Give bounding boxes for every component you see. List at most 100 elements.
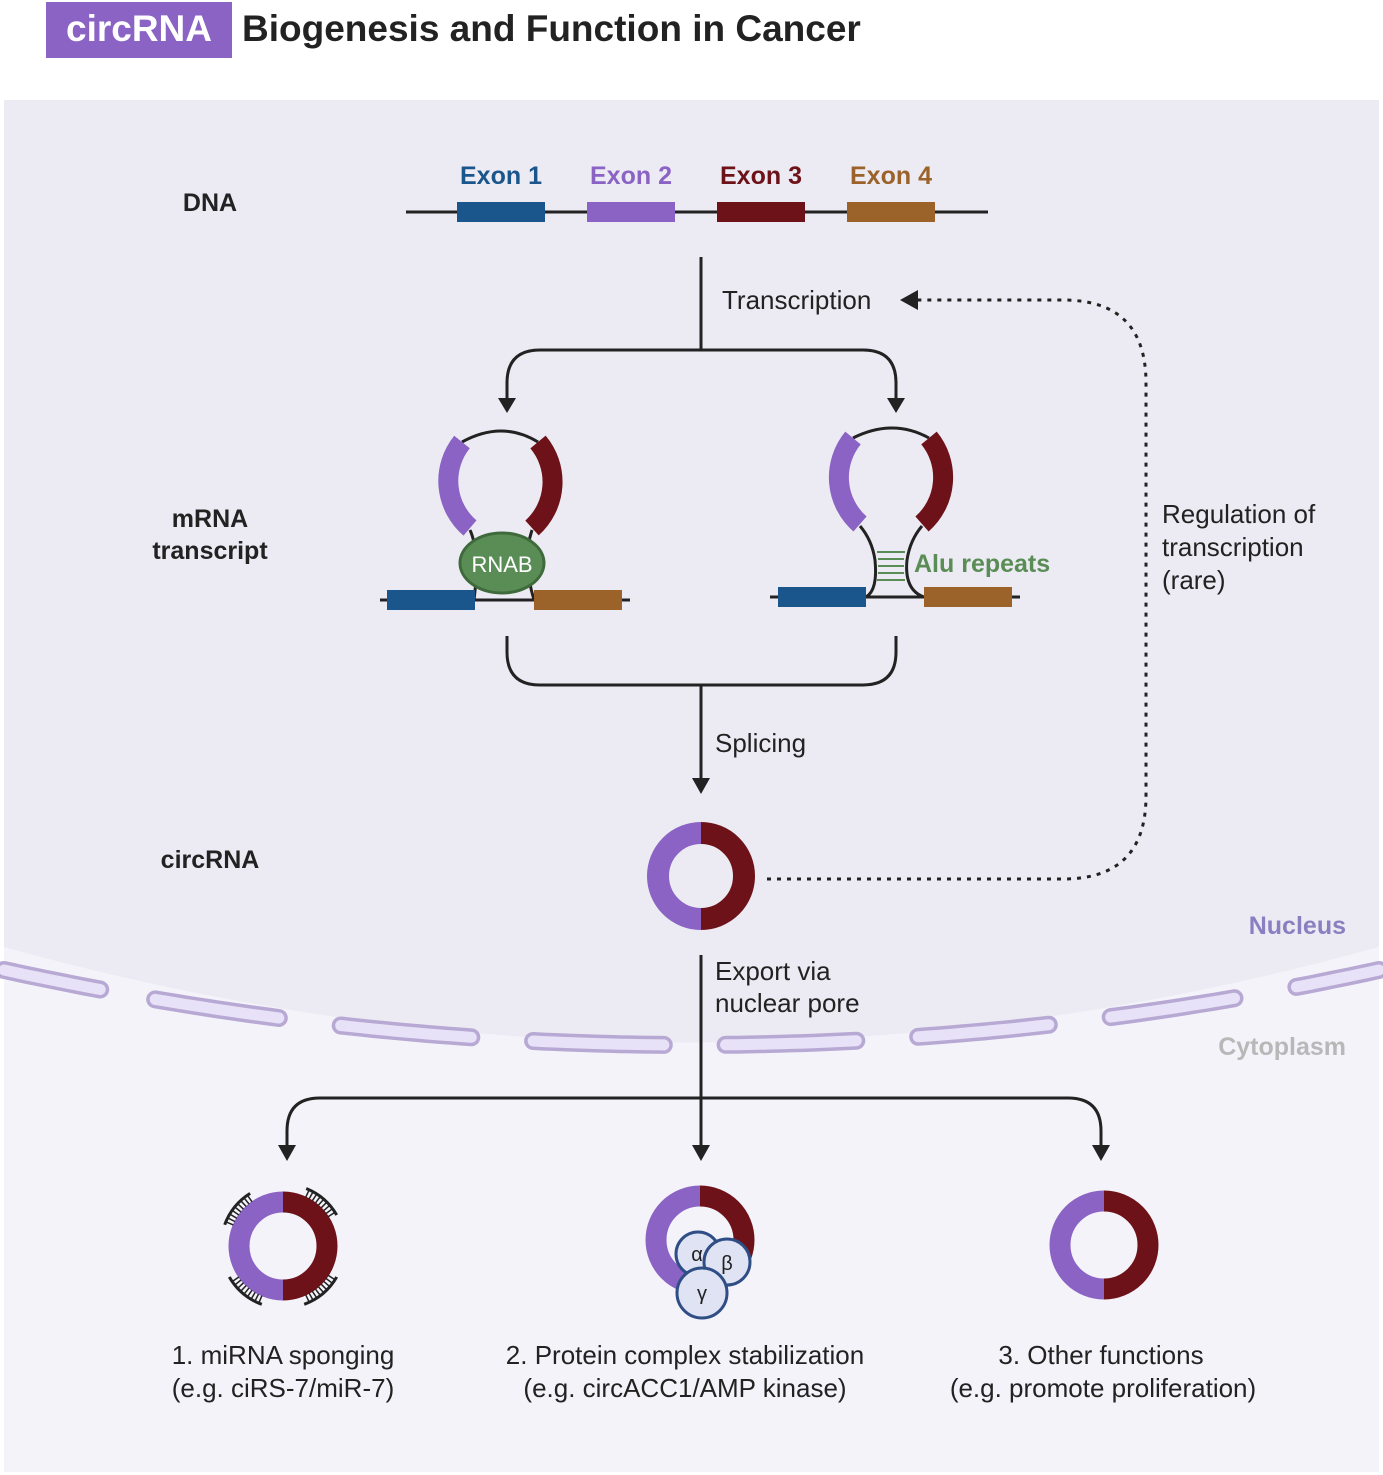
mirna-tick xyxy=(327,1211,336,1218)
nuclear-envelope-segment-fill xyxy=(149,993,285,1024)
splicing-label: Splicing xyxy=(715,728,806,758)
nuclear-envelope-segment-fill xyxy=(720,1035,862,1051)
transcription-branch-left xyxy=(505,348,701,398)
exon-1-label: Exon 1 xyxy=(460,162,542,190)
mrna-left-exon1 xyxy=(387,590,475,610)
mirna-tick xyxy=(227,1217,236,1223)
mirna-tick xyxy=(237,1203,245,1210)
mrna-left-exon4 xyxy=(534,590,622,610)
title-text: Biogenesis and Function in Cancer xyxy=(242,8,861,49)
mirna-tick xyxy=(320,1201,328,1209)
nucleus-region xyxy=(4,100,1379,1043)
row-label-dna: DNA xyxy=(183,189,237,217)
mirna-combs xyxy=(223,1187,338,1306)
alu-base-pairs xyxy=(877,551,905,581)
mirna-tick xyxy=(231,1276,240,1283)
alu-label: Alu repeats xyxy=(914,550,1050,578)
splicing-arrowhead xyxy=(692,778,710,794)
mrna-right-exon2-arc xyxy=(828,431,867,532)
nuclear-envelope-segment-fill xyxy=(1290,964,1383,993)
protein-complex: α β γ xyxy=(674,1230,752,1320)
function-branches xyxy=(285,1096,1103,1145)
mirna-tick xyxy=(246,1289,253,1298)
function-arrowhead-3 xyxy=(1092,1145,1110,1161)
mrna-left-exon3-arc xyxy=(525,435,563,536)
mirna-tick xyxy=(311,1193,318,1202)
mirna-tick xyxy=(250,1291,256,1300)
regulation-label-line1: Regulation of xyxy=(1162,499,1316,529)
export-label-line1: Export via xyxy=(715,956,831,986)
circrna-sponge-exon3-half xyxy=(282,1191,338,1301)
mirna-tick xyxy=(317,1286,325,1294)
function-arrowhead-1 xyxy=(278,1145,296,1161)
nuclear-envelope xyxy=(0,961,1383,1054)
mirna-tick xyxy=(254,1293,260,1302)
mirna-tick xyxy=(305,1189,310,1198)
rnab-label: RNAB xyxy=(471,552,532,577)
export-label-line2: nuclear pore xyxy=(715,988,860,1018)
circrna-sponge xyxy=(228,1191,338,1301)
circrna-other-exon2-half xyxy=(1049,1190,1105,1300)
mirna-tick xyxy=(308,1191,314,1200)
mrna-left-exon2-arc xyxy=(438,435,477,536)
mirna-tick xyxy=(317,1198,325,1206)
mirna-tick xyxy=(314,1288,321,1296)
mirna-tick xyxy=(240,1284,247,1292)
mirna-tick xyxy=(323,1280,331,1288)
arrowhead-right xyxy=(887,398,905,413)
mirna-tick xyxy=(314,1196,321,1204)
regulation-label-line2: transcription xyxy=(1162,532,1304,562)
mrna-left-intron-loop xyxy=(461,429,539,444)
nuclear-envelope-segment-fill xyxy=(1105,992,1240,1023)
mirna-tick xyxy=(243,1197,250,1205)
mirna-tick xyxy=(325,1277,333,1284)
mirna-tick xyxy=(246,1194,253,1203)
transcription-branch-right xyxy=(701,348,898,398)
transcription-arrows xyxy=(505,257,898,398)
mrna-alu-loop: Alu repeats xyxy=(770,426,1050,607)
exon-3-label: Exon 3 xyxy=(720,162,802,190)
exon-3-block xyxy=(717,202,805,222)
nucleus-label: Nucleus xyxy=(1249,912,1346,940)
row-label-transcript: transcript xyxy=(152,537,268,565)
nuclear-envelope-segment-fill xyxy=(912,1019,1055,1043)
mirna-tick xyxy=(240,1200,247,1208)
protein-alpha-label: α xyxy=(691,1244,703,1266)
circrna-main-exon2-half xyxy=(647,822,702,930)
mrna-right-exon1 xyxy=(778,587,866,607)
row-label-mrna: mRNA xyxy=(172,505,248,533)
mrna-rnab-loop: RNAB xyxy=(380,429,630,610)
exon-2-block xyxy=(587,202,675,222)
protein-gamma-label: γ xyxy=(697,1283,707,1305)
mrna-right-exon4 xyxy=(924,587,1012,607)
mirna-tick xyxy=(229,1213,238,1219)
cytoplasm-label: Cytoplasm xyxy=(1218,1033,1346,1061)
mrna-right-stem-b xyxy=(905,525,925,599)
function-2-example: (e.g. circACC1/AMP kinase) xyxy=(523,1373,846,1403)
mirna-tick xyxy=(225,1221,234,1226)
nuclear-envelope-segment-fill xyxy=(335,1020,477,1043)
mirna-tick xyxy=(243,1287,250,1295)
mirna-tick xyxy=(308,1292,314,1301)
mirna-tick xyxy=(325,1208,333,1215)
mrna-right-stem-a xyxy=(858,525,878,599)
function-2-title: 2. Protein complex stabilization xyxy=(506,1340,864,1370)
regulation-arrowhead xyxy=(900,290,918,310)
exon-4-label: Exon 4 xyxy=(850,162,932,190)
exon-2-label: Exon 2 xyxy=(590,162,672,190)
mirna-tick xyxy=(234,1279,242,1286)
regulation-label-line3: (rare) xyxy=(1162,565,1226,595)
function-arrowhead-2 xyxy=(692,1145,710,1161)
mirna-tick xyxy=(311,1290,318,1299)
mirna-tick xyxy=(320,1283,328,1291)
transcription-label: Transcription xyxy=(722,285,871,315)
dna-strand: Exon 1 Exon 2 Exon 3 Exon 4 xyxy=(406,162,988,222)
protein-beta-label: β xyxy=(721,1253,733,1275)
nuclear-envelope-segment-fill xyxy=(0,964,106,995)
function-3-title: 3. Other functions xyxy=(998,1340,1203,1370)
mirna-tick xyxy=(258,1295,263,1304)
mrna-right-intron-loop xyxy=(852,426,930,440)
function-3-example: (e.g. promote proliferation) xyxy=(950,1373,1256,1403)
arrowhead-left xyxy=(498,398,516,413)
